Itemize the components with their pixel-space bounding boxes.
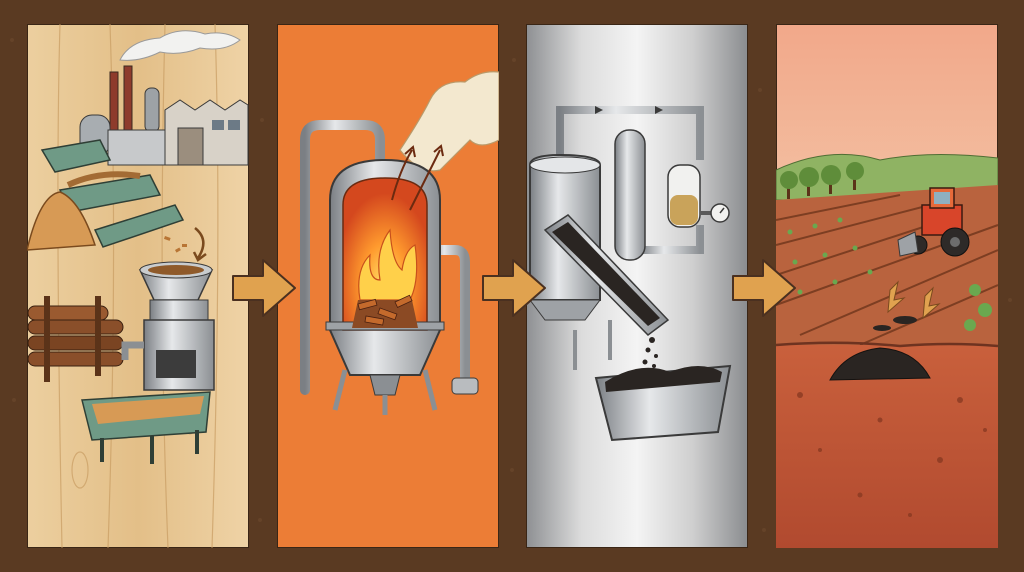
flow-arrow-icon [192,227,207,262]
panel-pyrolysis [277,24,499,548]
connector-arrows [232,259,796,317]
reactor-pipes [300,120,470,395]
panel-feedstock-preparation [27,24,249,548]
biochar-spread-arrows [887,280,941,320]
biochar-chute [543,214,670,370]
pressure-gauge-icon [700,203,730,223]
fire-flames [352,228,418,328]
log-pile [27,296,124,382]
grinder-machine [121,261,215,391]
gas-flow-arrows [391,144,444,211]
reactor-smoke [399,71,499,172]
liquid-collector [667,164,701,228]
ground-surface-line [776,341,998,348]
panel-collection [526,24,748,548]
frame-speckles [10,38,1012,532]
condenser-column [614,129,646,261]
panel-soil-application [776,24,998,548]
arrow-right-icon [482,259,546,317]
factory-smoke [119,30,241,61]
biochar-bin [594,364,732,442]
tractor [897,187,970,257]
orchard-trees [780,162,864,199]
arrow-right-icon [732,259,796,317]
pipe-base [451,377,479,395]
soil-pebbles [797,392,987,517]
conveyor-upper [40,139,185,248]
crop-seedlings [787,217,992,331]
arrow-right-icon [232,259,296,317]
wood-chip-pile [27,191,97,251]
biochar-in-soil [829,347,931,381]
pipe-flow-arrows [595,106,663,114]
chip-collection-tray [81,391,211,464]
gas-piping [556,106,704,254]
biochar-patches [873,316,917,331]
